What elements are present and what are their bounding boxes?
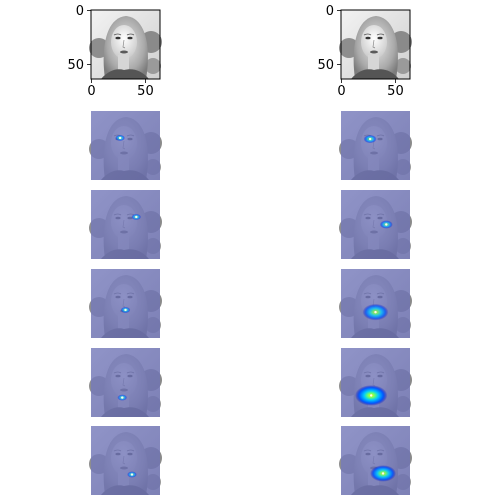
background-logo: [395, 58, 411, 74]
neck: [368, 55, 379, 71]
lips: [370, 50, 378, 54]
x-tick-label: 0: [337, 84, 345, 99]
attention-peak: [121, 396, 124, 399]
right-brow: [376, 33, 385, 36]
heatmap-base-tint: [341, 348, 410, 417]
left-brow: [113, 33, 122, 36]
attention-peak: [374, 310, 377, 314]
panel-col1-row4: [89, 269, 162, 338]
heatmap-base-tint: [91, 426, 160, 495]
attention-peak: [368, 137, 372, 141]
axes-frame: [90, 9, 161, 80]
panel-col1-row2: [89, 111, 162, 180]
y-tick-label: 50: [317, 58, 334, 73]
lips: [120, 50, 128, 54]
right-brow: [126, 33, 135, 36]
heatmap-base-tint: [91, 269, 160, 338]
heatmap-base-tint: [341, 190, 410, 259]
left-brow: [363, 33, 372, 36]
panel-col2-row4: [339, 269, 412, 338]
panel-col1-row5: [89, 348, 162, 417]
attention-peak: [381, 472, 385, 475]
left-eye: [115, 36, 121, 40]
attention-peak: [369, 394, 373, 397]
x-tick-label: 0: [87, 84, 95, 99]
nose: [372, 39, 376, 49]
heatmap-base-tint: [341, 426, 410, 495]
panel-col2-row3: [339, 190, 412, 259]
heatmap-base-tint: [91, 348, 160, 417]
right-eye: [127, 36, 133, 40]
neck: [118, 55, 129, 71]
y-tick-label: 0: [76, 4, 84, 19]
left-eye: [365, 36, 371, 40]
dress: [101, 69, 149, 79]
panel-col1-row6: [89, 426, 162, 495]
x-tick-label: 50: [387, 84, 404, 99]
attention-peak: [124, 308, 127, 312]
panel-col1-row3: [89, 190, 162, 259]
panel-col2-row2: [339, 111, 412, 180]
heatmap-base-tint: [91, 111, 160, 180]
heatmap-base-tint: [341, 111, 410, 180]
attention-peak: [385, 223, 388, 226]
y-tick-label: 0: [326, 4, 334, 19]
panel-col2-row6: [339, 426, 412, 495]
y-tick-label: 50: [67, 58, 84, 73]
panel-col2-row5: [339, 348, 412, 417]
attention-peak: [118, 136, 122, 140]
nose: [122, 39, 126, 49]
heatmap-base-tint: [91, 190, 160, 259]
axes-frame: [340, 9, 411, 80]
attention-peak: [130, 473, 134, 476]
right-eye: [377, 36, 383, 40]
heatmap-base-tint: [341, 269, 410, 338]
dress: [351, 69, 399, 79]
background-logo: [145, 58, 161, 74]
x-tick-label: 50: [137, 84, 154, 99]
attention-peak: [135, 215, 138, 219]
